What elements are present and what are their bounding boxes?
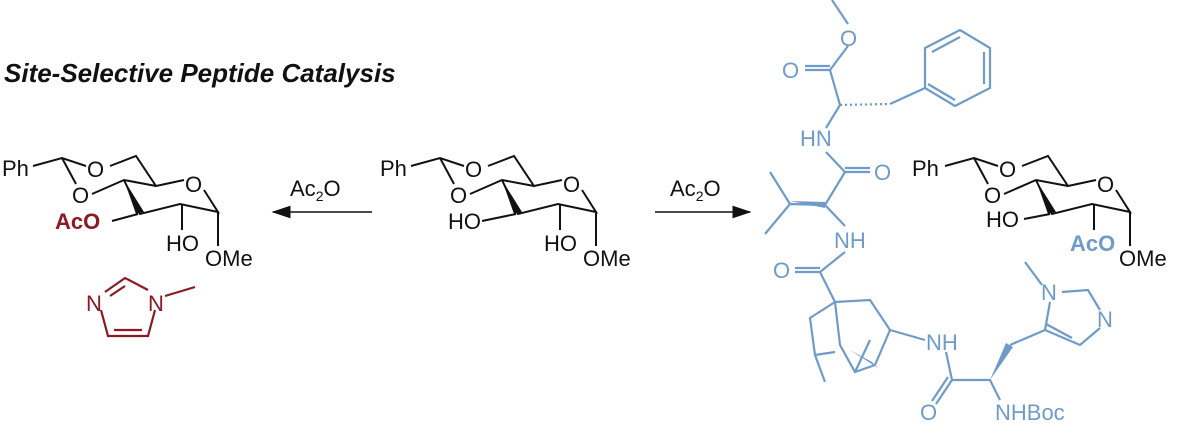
methoxy-label: OMe — [205, 246, 253, 271]
right-reaction-arrow: Ac2O — [655, 176, 752, 219]
reagent-label: Ac2O — [290, 176, 341, 204]
left-product-sugar: Ph O O O AcO HO OMe — [2, 154, 253, 271]
peptide-catalyst: O O HN O NH O NH O NHBoc N N — [764, 0, 1113, 424]
acetoxy-label: AcO — [55, 209, 100, 234]
imidazole-nitrogen-label: N — [1041, 280, 1057, 305]
carbonyl-oxygen-label: O — [874, 160, 891, 185]
scheme-title: Site-Selective Peptide Catalysis — [4, 58, 396, 88]
right-product-sugar: Ph O O O HO AcO OMe — [912, 154, 1167, 271]
imidazole-nitrogen-label: N — [86, 291, 102, 316]
ring-oxygen-label: O — [185, 172, 202, 197]
methoxy-label: OMe — [1119, 246, 1167, 271]
hydroxyl-label: HO — [448, 209, 481, 234]
ring-oxygen-label: O — [1097, 172, 1114, 197]
acetal-oxygen-label: O — [465, 157, 482, 182]
phenyl-label: Ph — [380, 156, 407, 181]
hydroxyl-label: HO — [544, 231, 577, 256]
reagent-label: Ac2O — [670, 176, 721, 204]
carbonyl-oxygen-label: O — [782, 58, 799, 83]
imidazole-nitrogen-label: N — [148, 291, 164, 316]
imidazole-nitrogen-label: N — [1097, 307, 1113, 332]
phenyl-label: Ph — [2, 156, 29, 181]
methoxy-label: OMe — [583, 246, 631, 271]
left-reaction-arrow: Ac2O — [271, 176, 372, 219]
ring-oxygen-label: O — [563, 172, 580, 197]
acetal-oxygen-label: O — [87, 157, 104, 182]
acetal-oxygen-label: O — [450, 183, 467, 208]
carbonyl-oxygen-label: O — [773, 258, 790, 283]
acetal-oxygen-label: O — [984, 183, 1001, 208]
hydroxyl-label: HO — [986, 207, 1019, 232]
ester-oxygen-label: O — [840, 26, 857, 51]
acetal-oxygen-label: O — [999, 157, 1016, 182]
amide-nh-label: HN — [800, 126, 832, 151]
phenyl-label: Ph — [912, 156, 939, 181]
acetal-oxygen-label: O — [72, 183, 89, 208]
starting-material-sugar: Ph O O O HO HO OMe — [380, 154, 631, 271]
acetoxy-label: AcO — [1070, 231, 1115, 256]
hydroxyl-label: HO — [166, 231, 199, 256]
amide-nh-label: NH — [834, 228, 866, 253]
amide-nh-label: NH — [926, 330, 958, 355]
nhboc-label: NHBoc — [995, 400, 1065, 424]
carbonyl-oxygen-label: O — [920, 400, 937, 424]
n-methylimidazole: N N — [86, 276, 196, 338]
